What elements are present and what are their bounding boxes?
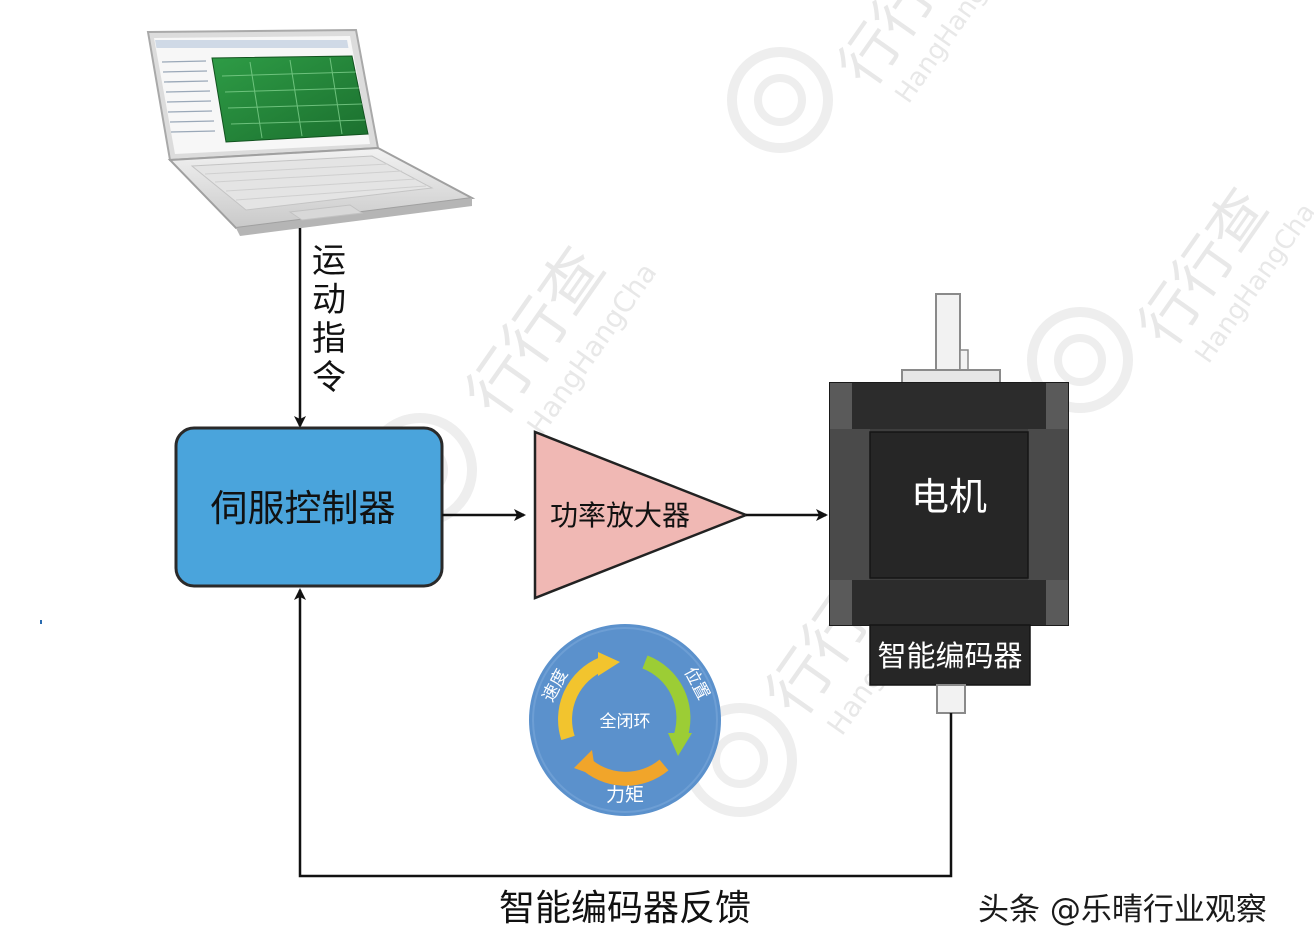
closed-loop-center-label: 全闭环 xyxy=(600,712,651,732)
motor-illustration: 电机 智能编码器 xyxy=(829,293,1069,714)
motion-command-char-3: 指 xyxy=(312,319,346,359)
encoder-feedback-label: 智能编码器反馈 xyxy=(499,888,751,929)
power-amplifier-triangle xyxy=(533,430,750,600)
servo-controller-label: 伺服控制器 xyxy=(211,487,396,530)
closed-loop-badge: 全闭环 速度 位置 力矩 xyxy=(529,624,721,816)
motion-command-char-4: 令 xyxy=(312,358,346,398)
motion-command-char-2: 动 xyxy=(312,280,346,320)
motion-command-label: 运 动 指 令 xyxy=(312,241,346,398)
motor-shaft-bottom xyxy=(936,684,966,714)
encoder-feedback-arrow xyxy=(294,588,953,878)
laptop-keyboard xyxy=(190,155,434,211)
laptop-screen-toolbar xyxy=(155,40,349,48)
laptop-illustration xyxy=(146,28,476,236)
motion-command-char-1: 运 xyxy=(312,241,346,281)
encoder-label: 智能编码器 xyxy=(877,639,1022,673)
stray-mark xyxy=(40,620,42,624)
encoder-box xyxy=(869,624,1031,686)
motor-label: 电机 xyxy=(911,475,987,519)
source-credit: 头条 @乐晴行业观察 xyxy=(978,892,1267,928)
motor-shaft-top xyxy=(935,293,961,371)
power-amplifier-label: 功率放大器 xyxy=(550,499,690,532)
position-loop-arrow xyxy=(642,655,691,741)
motor-center-panel xyxy=(869,431,1029,579)
closed-loop-torque-label: 力矩 xyxy=(606,784,644,806)
laptop-screen-panel xyxy=(211,55,369,143)
servo-controller-box xyxy=(174,426,444,588)
speed-loop-arrow xyxy=(558,657,605,741)
